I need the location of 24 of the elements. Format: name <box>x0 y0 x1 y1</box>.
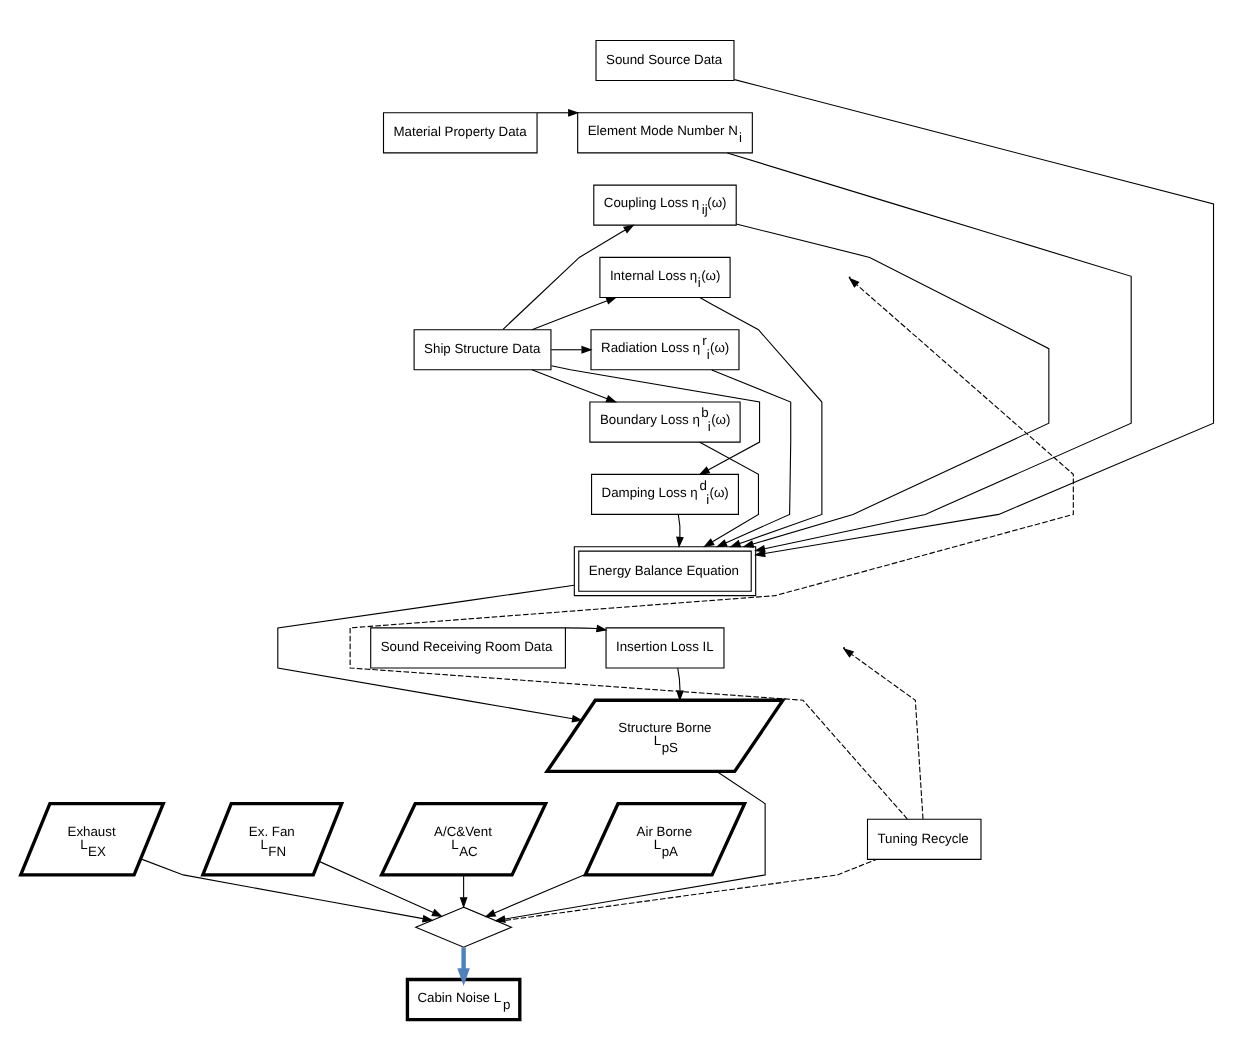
arrow <box>318 860 444 917</box>
arrow <box>699 441 759 548</box>
arrow <box>699 297 823 548</box>
arrow <box>711 369 792 548</box>
arrow <box>565 624 608 633</box>
arrow <box>550 365 761 475</box>
arrow <box>531 369 618 403</box>
arrow <box>457 947 470 986</box>
arrow <box>349 277 1074 820</box>
arrow <box>536 108 580 117</box>
arrow <box>550 345 593 354</box>
arrow <box>726 152 1132 553</box>
arrow <box>484 873 587 918</box>
connector <box>497 858 877 922</box>
arrow <box>502 224 635 330</box>
arrow <box>140 858 434 923</box>
arrow <box>531 296 618 331</box>
arrow <box>735 223 1050 548</box>
arrow <box>277 584 584 723</box>
arrow <box>459 874 468 909</box>
arrow <box>733 79 1215 558</box>
arrow <box>676 667 684 702</box>
arrow <box>842 648 924 820</box>
arrow <box>676 514 684 549</box>
